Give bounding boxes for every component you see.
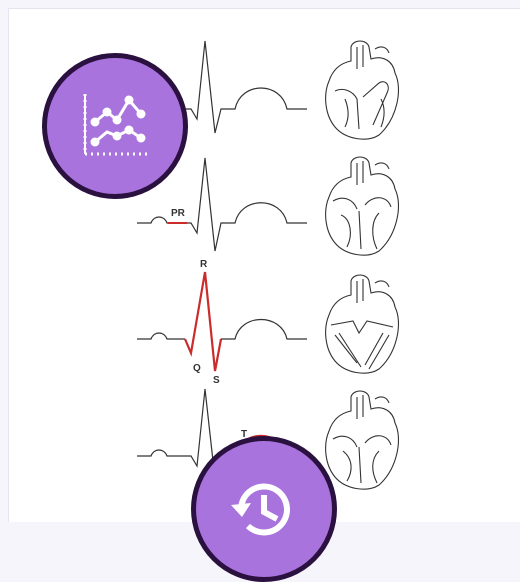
heart-illustration-3 — [325, 274, 399, 374]
history-action-button[interactable] — [191, 436, 337, 582]
heart-illustration-4 — [325, 390, 399, 490]
heart-illustration-1 — [325, 40, 399, 140]
pr-interval-label: PR — [171, 208, 186, 219]
ecg-heart-diagram: PR R Q S T — [137, 40, 399, 490]
heart-illustration-2 — [325, 156, 399, 256]
r-wave-label: R — [200, 259, 208, 270]
s-wave-label: S — [213, 375, 220, 386]
line-chart-icon — [83, 94, 147, 156]
history-icon — [231, 483, 290, 536]
chart-action-button[interactable] — [42, 53, 188, 199]
ecg-trace-2 — [137, 157, 307, 252]
q-wave-label: Q — [193, 363, 201, 374]
ecg-trace-3 — [137, 271, 307, 372]
t-wave-label: T — [241, 429, 247, 440]
